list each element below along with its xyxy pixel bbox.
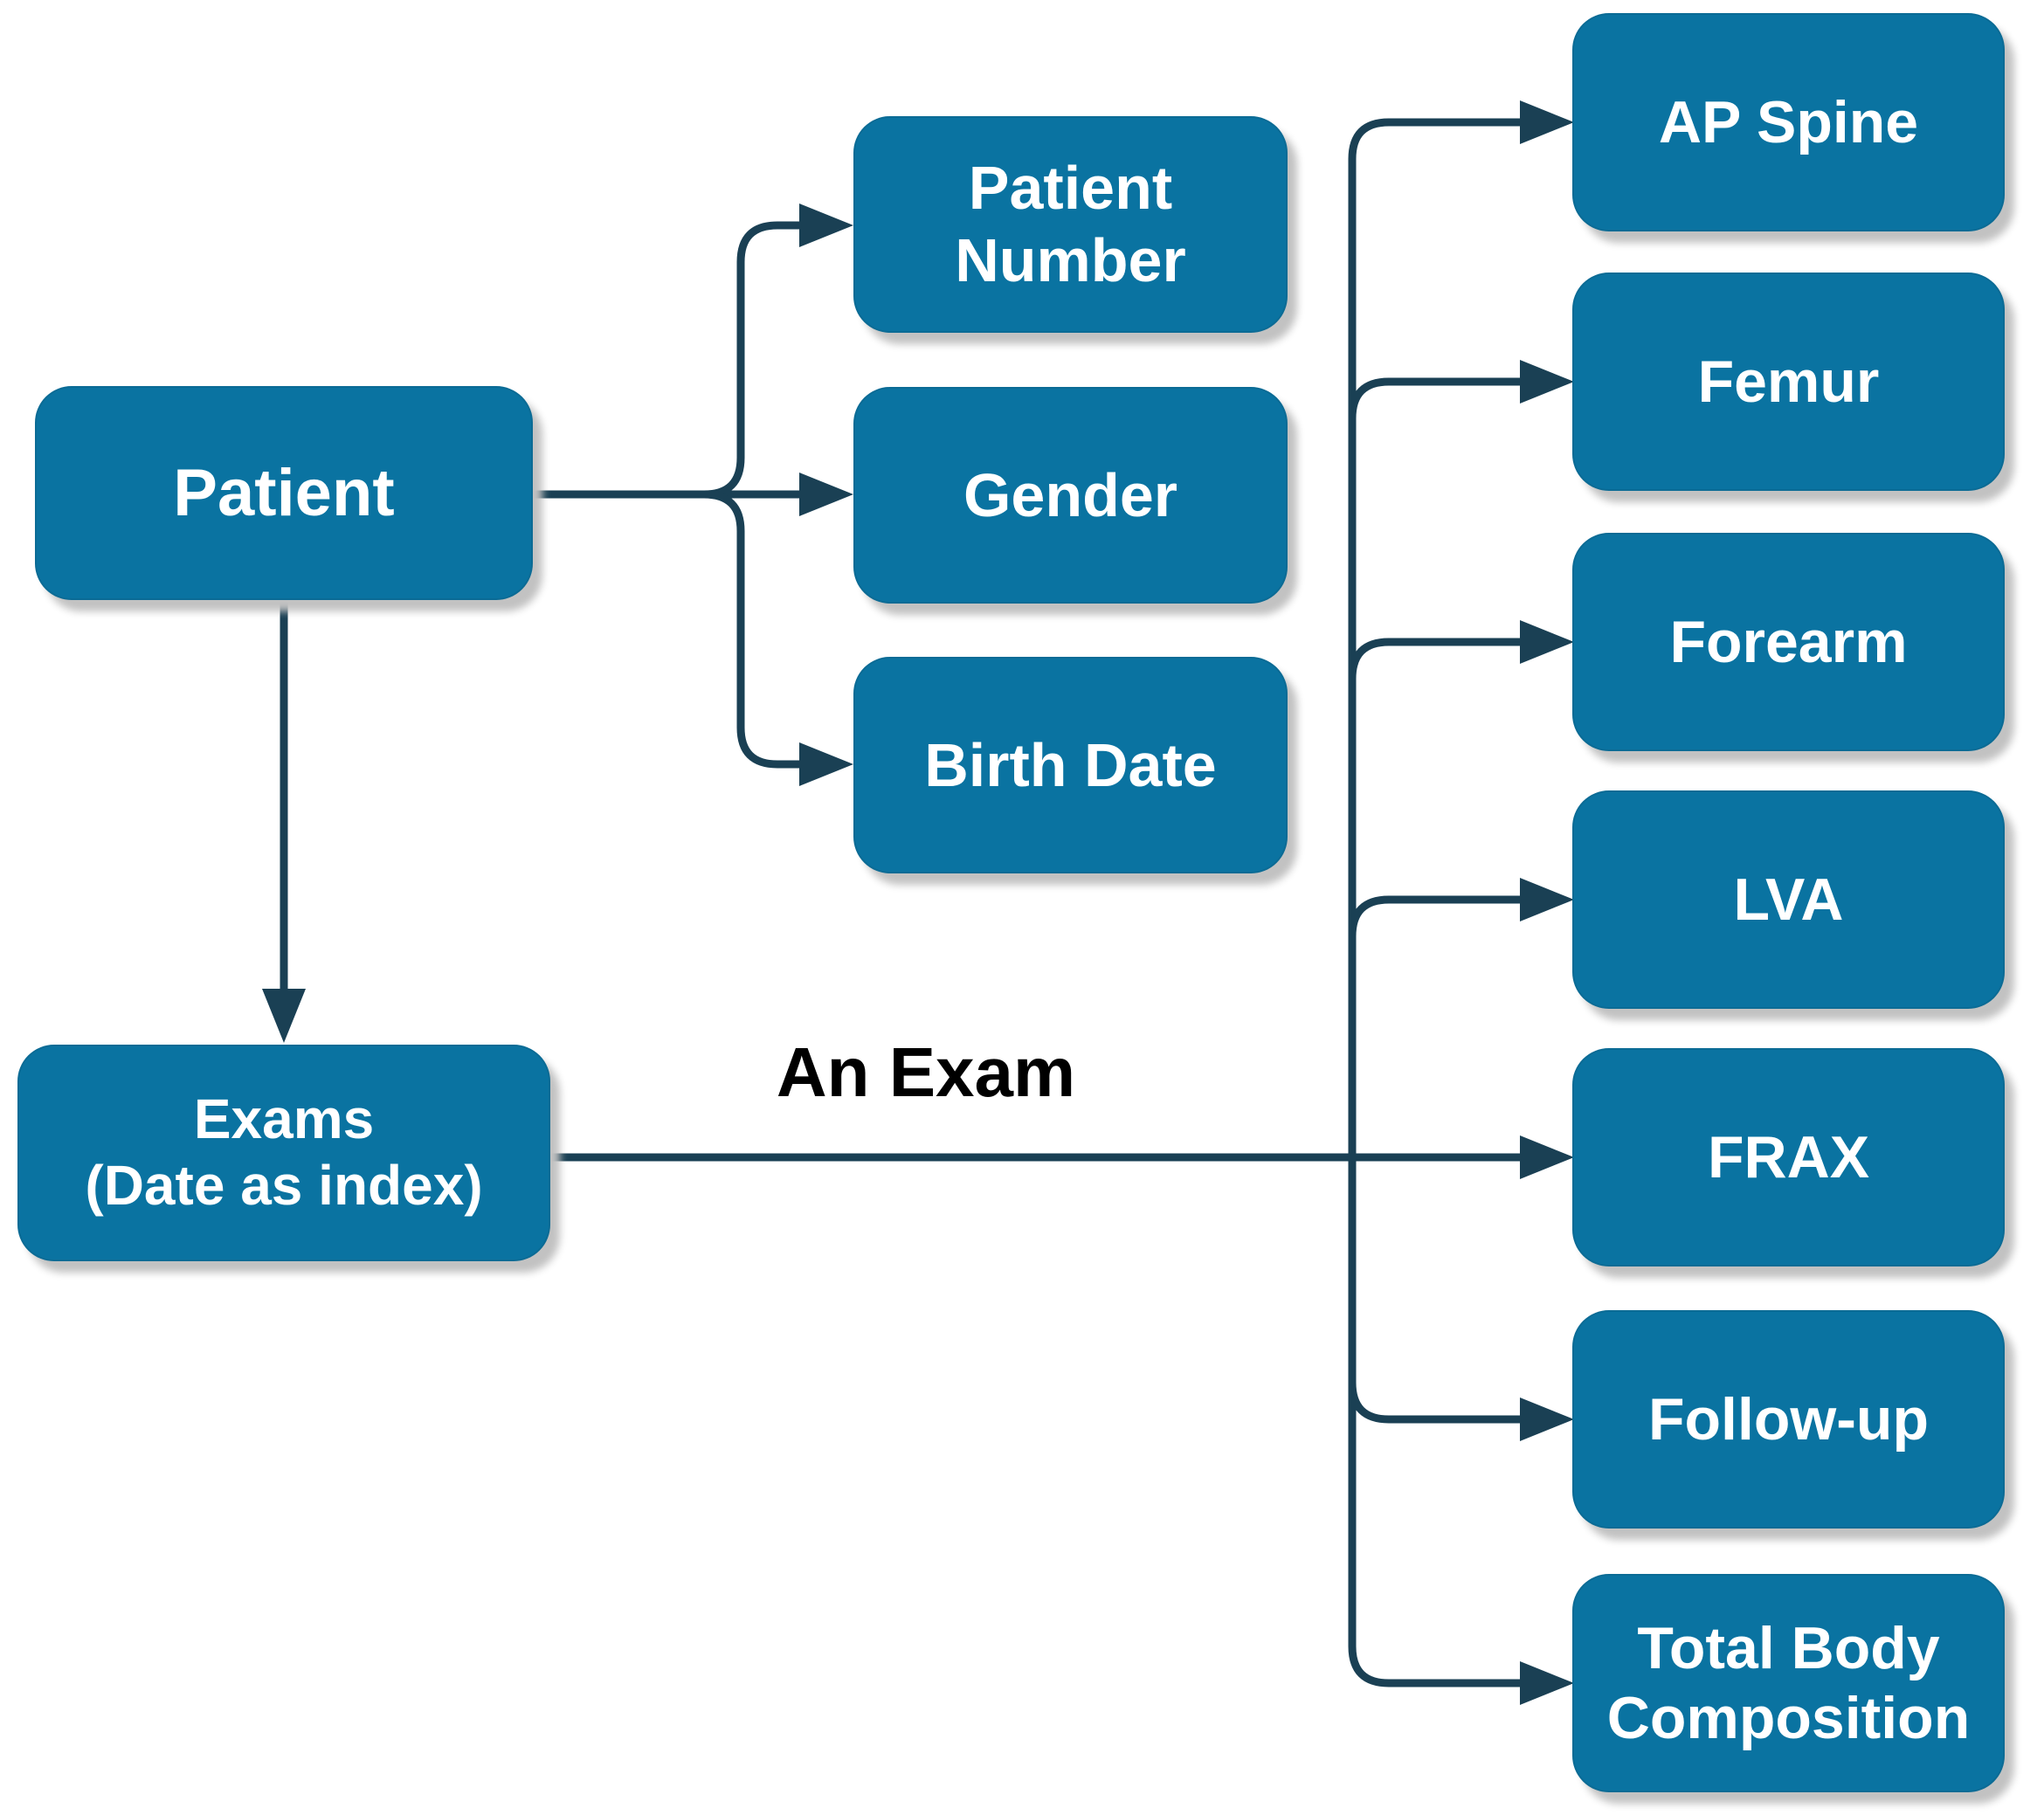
node-frax: FRAX (1572, 1048, 2005, 1266)
node-patient-number: Patient Number (853, 116, 1288, 333)
edge-exams-to-follow-up (1348, 1382, 1574, 1441)
node-forearm-label: Forearm (1669, 608, 1908, 675)
node-total-body-line1: Total Body (1637, 1614, 1940, 1681)
node-femur: Femur (1572, 273, 2005, 491)
node-total-body-line2: Composition (1606, 1685, 1971, 1751)
node-exams-line2: (Date as index) (85, 1154, 483, 1217)
node-patient-number-line1: Patient (968, 154, 1173, 223)
edge-label-an-exam: An Exam (776, 1033, 1076, 1111)
node-follow-up-label: Follow-up (1647, 1385, 1929, 1453)
node-lva: LVA (1572, 790, 2005, 1009)
edge-patient-to-birth-date (669, 490, 853, 786)
node-patient-label: Patient (173, 455, 395, 530)
node-frax-label: FRAX (1707, 1123, 1870, 1190)
edge-patient-to-patient-number (669, 204, 853, 499)
node-gender-label: Gender (963, 460, 1178, 529)
node-forearm: Forearm (1572, 533, 2005, 751)
node-follow-up: Follow-up (1572, 1310, 2005, 1529)
node-birth-date: Birth Date (853, 657, 1288, 873)
edge-exams-to-ap-spine (1348, 100, 1574, 1157)
node-exams: Exams (Date as index) (17, 1045, 550, 1261)
node-patient-number-line2: Number (955, 226, 1186, 294)
edge-exams-to-total-body (1348, 1157, 1574, 1705)
node-ap-spine-label: AP Spine (1658, 88, 1919, 155)
node-ap-spine: AP Spine (1572, 13, 2005, 231)
node-femur-label: Femur (1697, 348, 1880, 415)
node-birth-date-label: Birth Date (924, 730, 1217, 799)
node-lva-label: LVA (1733, 866, 1844, 933)
edge-exams-to-femur (1348, 360, 1574, 419)
node-gender: Gender (853, 387, 1288, 604)
node-exams-line1: Exams (193, 1087, 375, 1151)
edge-exams-to-forearm (1348, 620, 1574, 680)
node-patient: Patient (35, 386, 533, 600)
edge-exams-to-lva (1348, 878, 1574, 937)
node-total-body: Total Body Composition (1572, 1574, 2005, 1792)
